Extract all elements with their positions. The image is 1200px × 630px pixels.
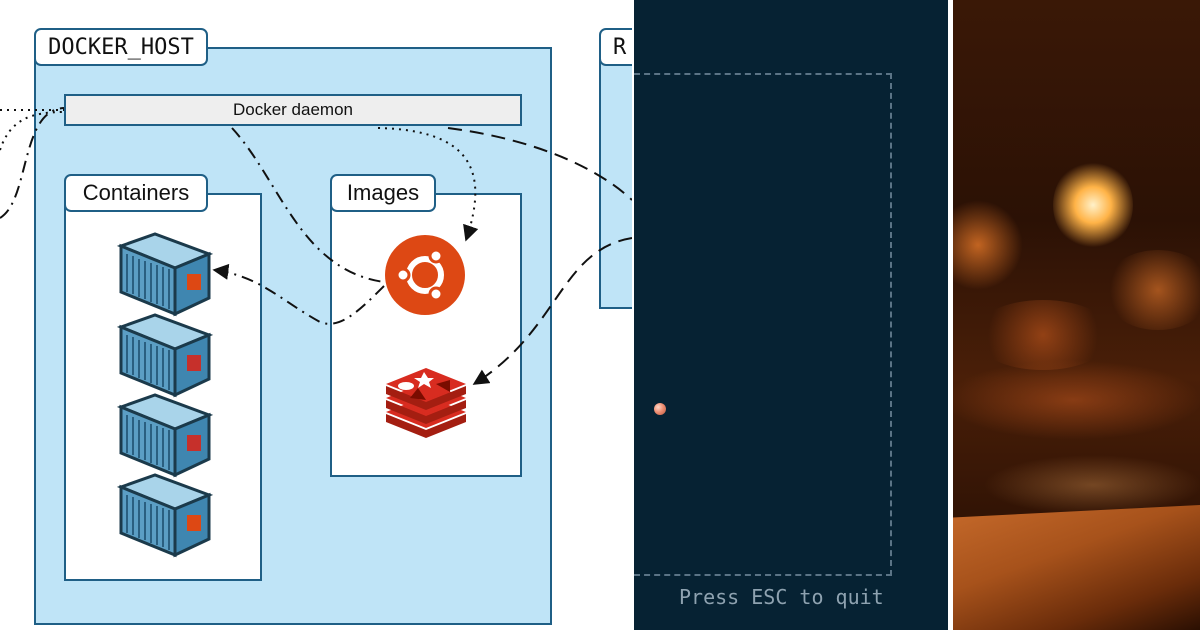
ubuntu-logo-icon [385,235,465,315]
wooden-counter [953,505,1200,630]
docker-daemon-bar: Docker daemon [64,94,522,126]
remote-box [599,47,632,309]
redis-badge-icon [187,355,201,371]
blurred-bar-photo [953,0,1200,630]
redis-logo-icon [386,368,466,438]
remote-title: R [599,28,632,66]
panel-divider [632,0,634,630]
docker-host-title: DOCKER_HOST [34,28,208,66]
images-title: Images [330,174,436,212]
lamp-glow [1053,160,1133,250]
terminal-game-panel: Press ESC to quit [634,0,948,630]
ubuntu-badge-icon [187,515,201,531]
shipping-container-icon [117,473,213,558]
light-bokeh [953,200,1023,290]
quit-hint-text: Press ESC to quit [679,585,884,609]
light-bokeh [953,360,1200,440]
light-bokeh [973,300,1113,370]
light-bokeh [983,455,1200,515]
shipping-container-icon [117,313,213,398]
containers-title: Containers [64,174,208,212]
game-play-area [634,73,892,576]
redis-badge-icon [187,435,201,451]
docker-architecture-diagram: R DOCKER_HOST Docker daemon Containers I… [0,28,632,625]
panel-divider [948,0,953,630]
shipping-container-icon [117,393,213,478]
light-bokeh [1103,250,1200,330]
ubuntu-badge-icon [187,274,201,290]
game-ball [654,403,666,415]
shipping-container-icon [117,232,213,317]
